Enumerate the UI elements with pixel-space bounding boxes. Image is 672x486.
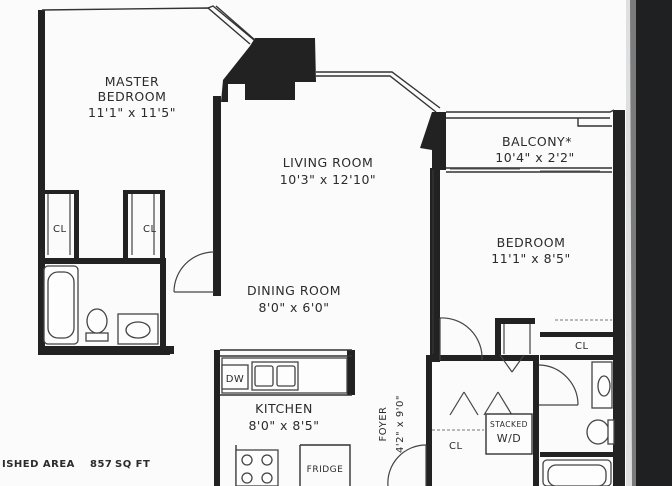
wall-south-left [38, 346, 170, 355]
balcony-slider [450, 168, 600, 172]
stacked-wd-box [485, 413, 533, 455]
paper-right-edge-shadow [626, 0, 636, 486]
wall-foyer-right [426, 360, 432, 486]
living-room-label: LIVING ROOM [283, 155, 374, 170]
living-east-pier [420, 112, 446, 170]
walls [38, 10, 625, 486]
wall-closet-right [123, 190, 165, 194]
wall-closet-hall-post [495, 318, 501, 358]
bedroom-size: 11'1" x 8'5" [491, 251, 570, 266]
closet-label-2: CL [143, 224, 157, 235]
wall-closet-left [40, 190, 78, 194]
wall-bath-top [40, 258, 165, 264]
wall-bedroom-west [430, 168, 440, 362]
kitchen-size: 8'0" x 8'5" [248, 418, 319, 433]
master-bath-fixtures [43, 265, 159, 345]
wall-closet-right-post [123, 190, 128, 262]
wall-east-outer [613, 110, 625, 486]
closet-label-3: CL [575, 341, 589, 352]
foyer-label: FOYER [378, 407, 389, 442]
master-toilet [86, 308, 108, 334]
bath2-toilet [586, 419, 610, 445]
wall-closet-right-end [160, 190, 165, 262]
laundry-label-1: STACKED [490, 420, 528, 429]
wall-bath-east [160, 258, 166, 353]
second-bath-fixtures [542, 361, 615, 486]
fireplace-column [221, 38, 316, 102]
laundry-label-2: W/D [497, 432, 522, 445]
closet-label-4: CL [449, 441, 463, 452]
doors [47, 194, 579, 486]
wall-bath2-top [540, 355, 625, 360]
dining-room-label: DINING ROOM [247, 283, 341, 298]
wall-west-outer [38, 10, 45, 355]
wall-bath2-mid [540, 452, 625, 457]
master-bedroom-size: 11'1" x 11'5" [88, 105, 176, 120]
bedroom-label: BEDROOM [497, 235, 566, 250]
paper-background [0, 0, 632, 486]
wall-closet-bedroom-top [540, 332, 625, 337]
footer-area-label: ISHED AREA [2, 459, 75, 470]
fridge-label: FRIDGE [307, 465, 344, 475]
foyer-size: 4'2" x 9'0" [395, 395, 406, 453]
balcony-label: BALCONY* [502, 134, 572, 149]
thin-walls [41, 5, 615, 486]
footer-area-value: 857 [90, 459, 112, 470]
kitchen-label: KITCHEN [255, 401, 313, 416]
footer-area-unit: SQ FT [115, 459, 150, 470]
kitchen-fixtures [221, 357, 348, 486]
wall-master-partition [213, 96, 221, 296]
master-bedroom-label-2: BEDROOM [98, 89, 167, 104]
wall-laundry-vert [533, 355, 539, 486]
dishwasher-box [221, 364, 249, 390]
master-bedroom-label-1: MASTER [105, 74, 160, 89]
wall-closet-hall [495, 318, 535, 324]
wall-foyer-left [214, 350, 220, 486]
living-room-size: 10'3" x 12'10" [280, 172, 376, 187]
wall-kitchen-right [347, 350, 355, 395]
dishwasher-label: DW [226, 374, 245, 385]
closet-rods [432, 319, 612, 431]
dining-room-size: 8'0" x 6'0" [258, 300, 329, 315]
balcony-size: 10'4" x 2'2" [495, 150, 574, 165]
wall-closet-left-post [74, 190, 79, 262]
master-toilet-tank [85, 332, 109, 342]
wall-south-step [165, 346, 174, 354]
labels: MASTER BEDROOM 11'1" x 11'5" LIVING ROOM… [2, 74, 589, 475]
closet-label-1: CL [53, 224, 67, 235]
wall-hall-top [426, 355, 536, 361]
